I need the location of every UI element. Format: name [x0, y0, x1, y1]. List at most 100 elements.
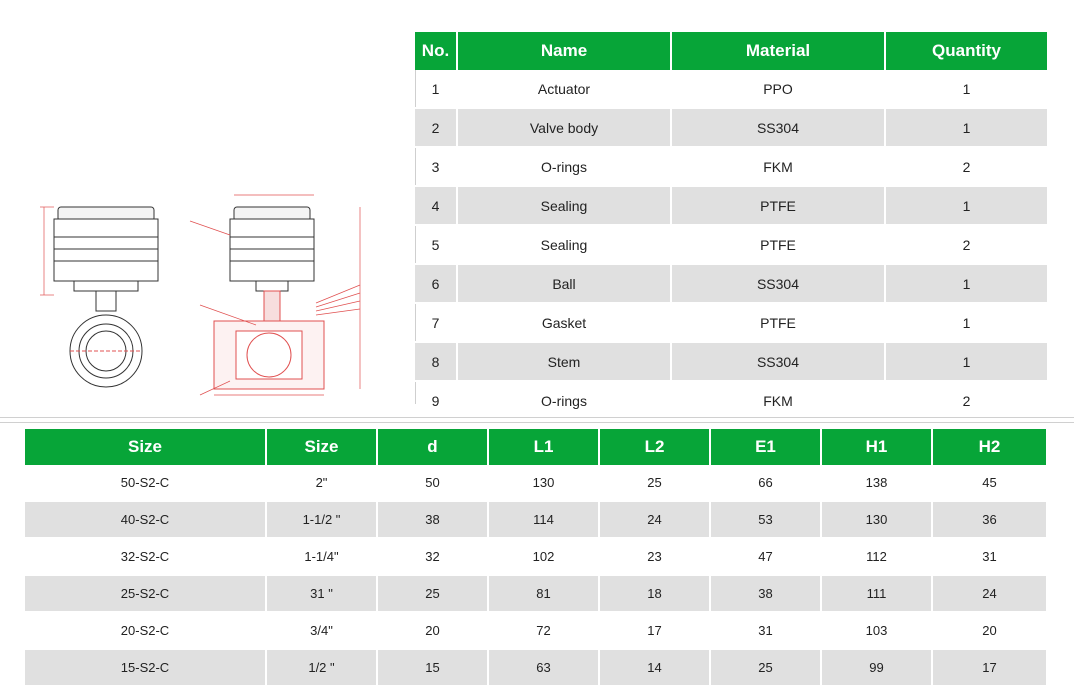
header-h2: H2: [932, 429, 1046, 465]
table-cell: 50: [377, 465, 489, 502]
table-cell: Stem: [457, 342, 672, 382]
table-cell: 66: [710, 465, 822, 502]
table-cell: O-rings: [457, 147, 672, 187]
table-cell: 112: [821, 538, 933, 576]
table-cell: 36: [932, 501, 1046, 539]
table-cell: O-rings: [457, 381, 672, 421]
header-name: Name: [457, 32, 672, 70]
header-material: Material: [671, 32, 886, 70]
table-cell: 53: [710, 501, 822, 539]
table-cell: 7: [415, 303, 458, 343]
front-view: [53, 206, 159, 388]
table-cell: 130: [821, 501, 933, 539]
table-cell: 8: [415, 342, 458, 382]
table-cell: 25: [599, 465, 711, 502]
parts-header-row: No. Name Material Quantity: [415, 32, 1047, 70]
table-cell: 24: [932, 575, 1046, 613]
table-cell: 32-S2-C: [25, 538, 267, 576]
table-cell: 1: [885, 70, 1047, 109]
table-cell: 31: [710, 612, 822, 650]
table-cell: 1/2 ": [266, 649, 378, 687]
table-cell: 9: [415, 381, 458, 421]
table-cell: 2": [266, 465, 378, 502]
table-cell: Valve body: [457, 108, 672, 148]
table-cell: 1: [885, 186, 1047, 226]
table-cell: Ball: [457, 264, 672, 304]
table-cell: 2: [885, 225, 1047, 265]
table-cell: 102: [488, 538, 600, 576]
table-cell: 20: [377, 612, 489, 650]
table-cell: 2: [415, 108, 458, 148]
table-cell: Gasket: [457, 303, 672, 343]
dims-header-row: Size Size d L1 L2 E1 H1 H2: [25, 429, 1046, 465]
table-cell: 38: [377, 501, 489, 539]
table-cell: PTFE: [671, 225, 886, 265]
table-cell: 47: [710, 538, 822, 576]
section-view: [213, 206, 325, 390]
table-cell: 20-S2-C: [25, 612, 267, 650]
table-cell: Sealing: [457, 186, 672, 226]
dimension-lines: [40, 194, 361, 396]
valve-technical-drawing: [40, 194, 361, 396]
header-quantity: Quantity: [885, 32, 1047, 70]
table-cell: 17: [932, 649, 1046, 687]
table-cell: 1: [885, 264, 1047, 304]
table-cell: 45: [932, 465, 1046, 502]
table-cell: 38: [710, 575, 822, 613]
table-cell: 15-S2-C: [25, 649, 267, 687]
table-cell: 20: [932, 612, 1046, 650]
table-cell: 31: [932, 538, 1046, 576]
table-cell: 1: [885, 342, 1047, 382]
table-cell: PTFE: [671, 186, 886, 226]
table-cell: 3: [415, 147, 458, 187]
table-cell: 1-1/2 ": [266, 501, 378, 539]
table-cell: 40-S2-C: [25, 501, 267, 539]
table-cell: 138: [821, 465, 933, 502]
table-cell: 63: [488, 649, 600, 687]
table-cell: 4: [415, 186, 458, 226]
table-cell: 72: [488, 612, 600, 650]
table-cell: 24: [599, 501, 711, 539]
table-cell: SS304: [671, 342, 886, 382]
table-cell: 25: [377, 575, 489, 613]
table-cell: Actuator: [457, 70, 672, 109]
table-cell: 15: [377, 649, 489, 687]
table-cell: 81: [488, 575, 600, 613]
table-cell: PTFE: [671, 303, 886, 343]
table-cell: 14: [599, 649, 711, 687]
table-cell: 25-S2-C: [25, 575, 267, 613]
table-cell: 114: [488, 501, 600, 539]
table-cell: 1: [885, 108, 1047, 148]
table-cell: 23: [599, 538, 711, 576]
section-divider: [0, 417, 1074, 423]
header-l1: L1: [488, 429, 600, 465]
table-cell: FKM: [671, 147, 886, 187]
table-cell: 2: [885, 147, 1047, 187]
table-cell: 25: [710, 649, 822, 687]
table-cell: Sealing: [457, 225, 672, 265]
table-cell: 1-1/4": [266, 538, 378, 576]
table-cell: SS304: [671, 264, 886, 304]
header-h1: H1: [821, 429, 933, 465]
header-size-inch: Size: [266, 429, 378, 465]
table-cell: 111: [821, 575, 933, 613]
table-cell: 18: [599, 575, 711, 613]
table-cell: 2: [885, 381, 1047, 421]
table-cell: FKM: [671, 381, 886, 421]
table-cell: 6: [415, 264, 458, 304]
table-cell: 3/4": [266, 612, 378, 650]
